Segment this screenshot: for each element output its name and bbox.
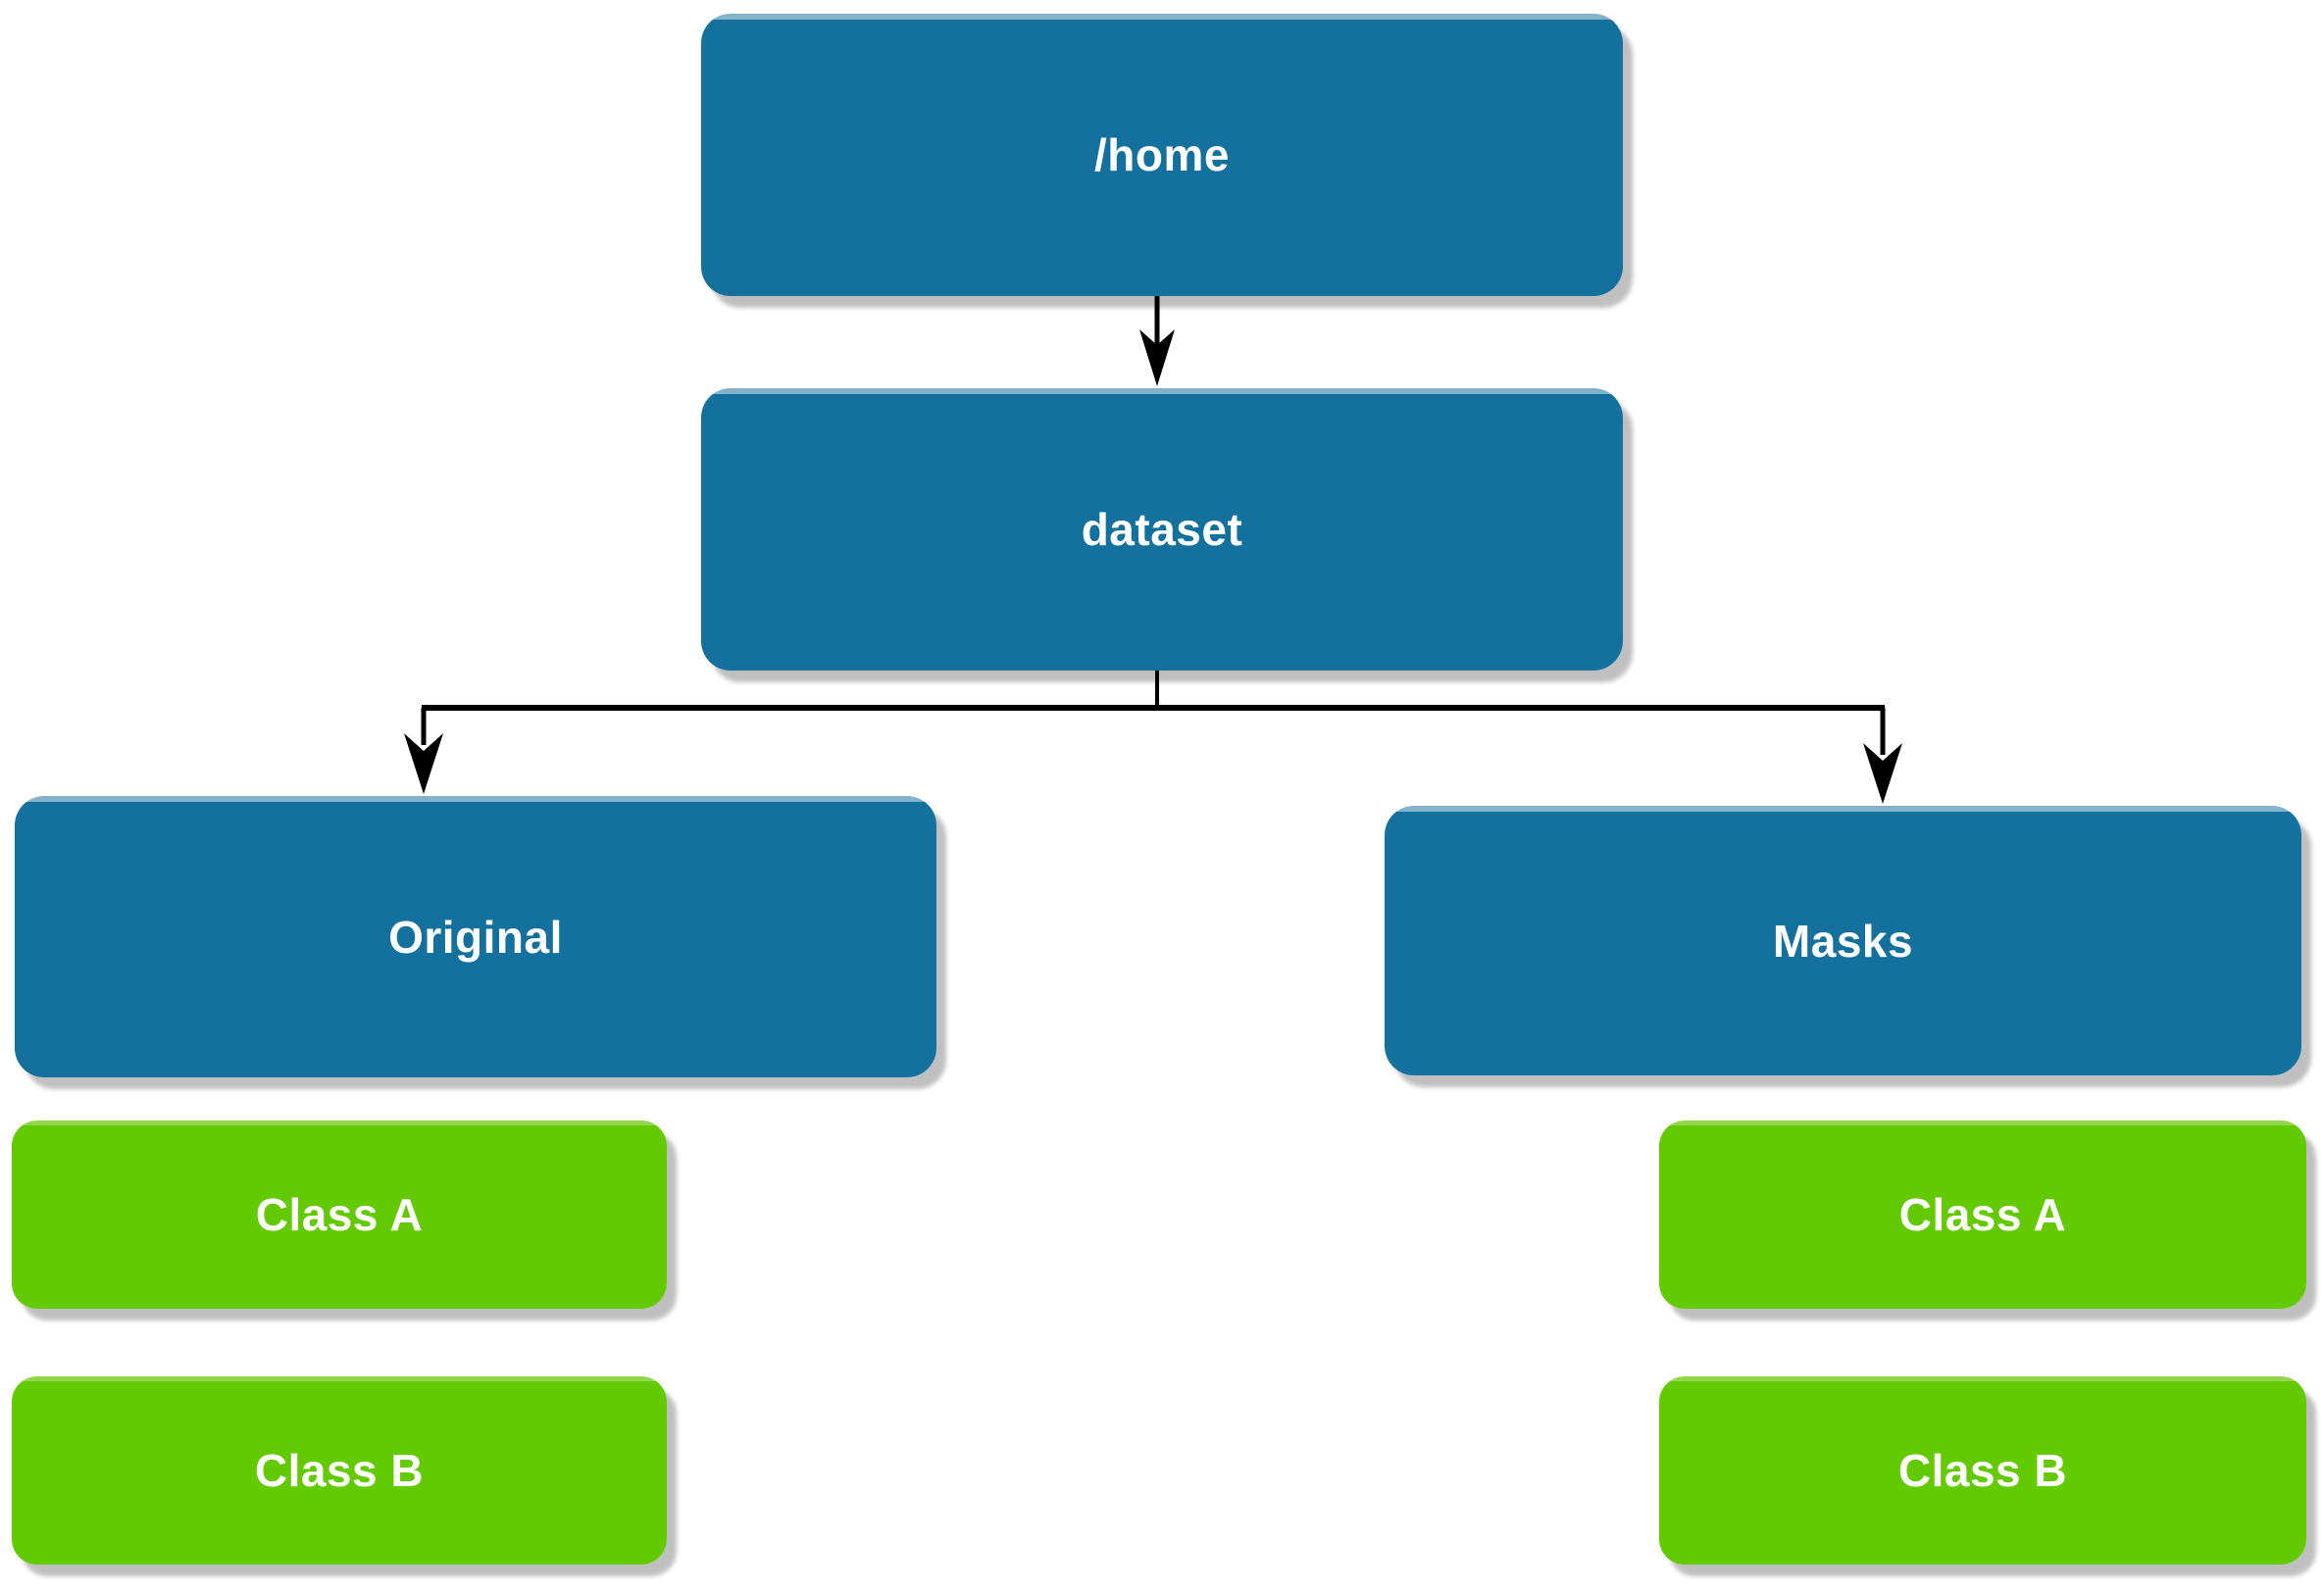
node-original-class-b-label: Class B xyxy=(254,1445,425,1496)
node-home-label: /home xyxy=(1094,129,1230,180)
node-masks: Masks xyxy=(1385,806,2301,1075)
node-original: Original xyxy=(15,796,936,1077)
arrow-home-to-dataset xyxy=(1139,294,1175,386)
node-masks-class-b: Class B xyxy=(1659,1376,2306,1565)
node-masks-class-a: Class A xyxy=(1659,1121,2306,1309)
node-original-label: Original xyxy=(388,911,563,963)
node-original-class-a: Class A xyxy=(12,1121,667,1309)
node-masks-class-a-label: Class A xyxy=(1898,1189,2067,1240)
arrow-dataset-branch xyxy=(422,669,1885,711)
node-home: /home xyxy=(701,14,1623,296)
arrow-dataset-to-original xyxy=(404,708,443,794)
node-original-class-b: Class B xyxy=(12,1376,667,1565)
node-masks-label: Masks xyxy=(1772,915,1914,967)
node-masks-class-b-label: Class B xyxy=(1897,1445,2068,1496)
node-dataset: dataset xyxy=(701,388,1623,671)
node-dataset-label: dataset xyxy=(1081,504,1243,555)
node-original-class-a-label: Class A xyxy=(255,1189,424,1240)
arrow-dataset-to-masks xyxy=(1863,708,1902,804)
